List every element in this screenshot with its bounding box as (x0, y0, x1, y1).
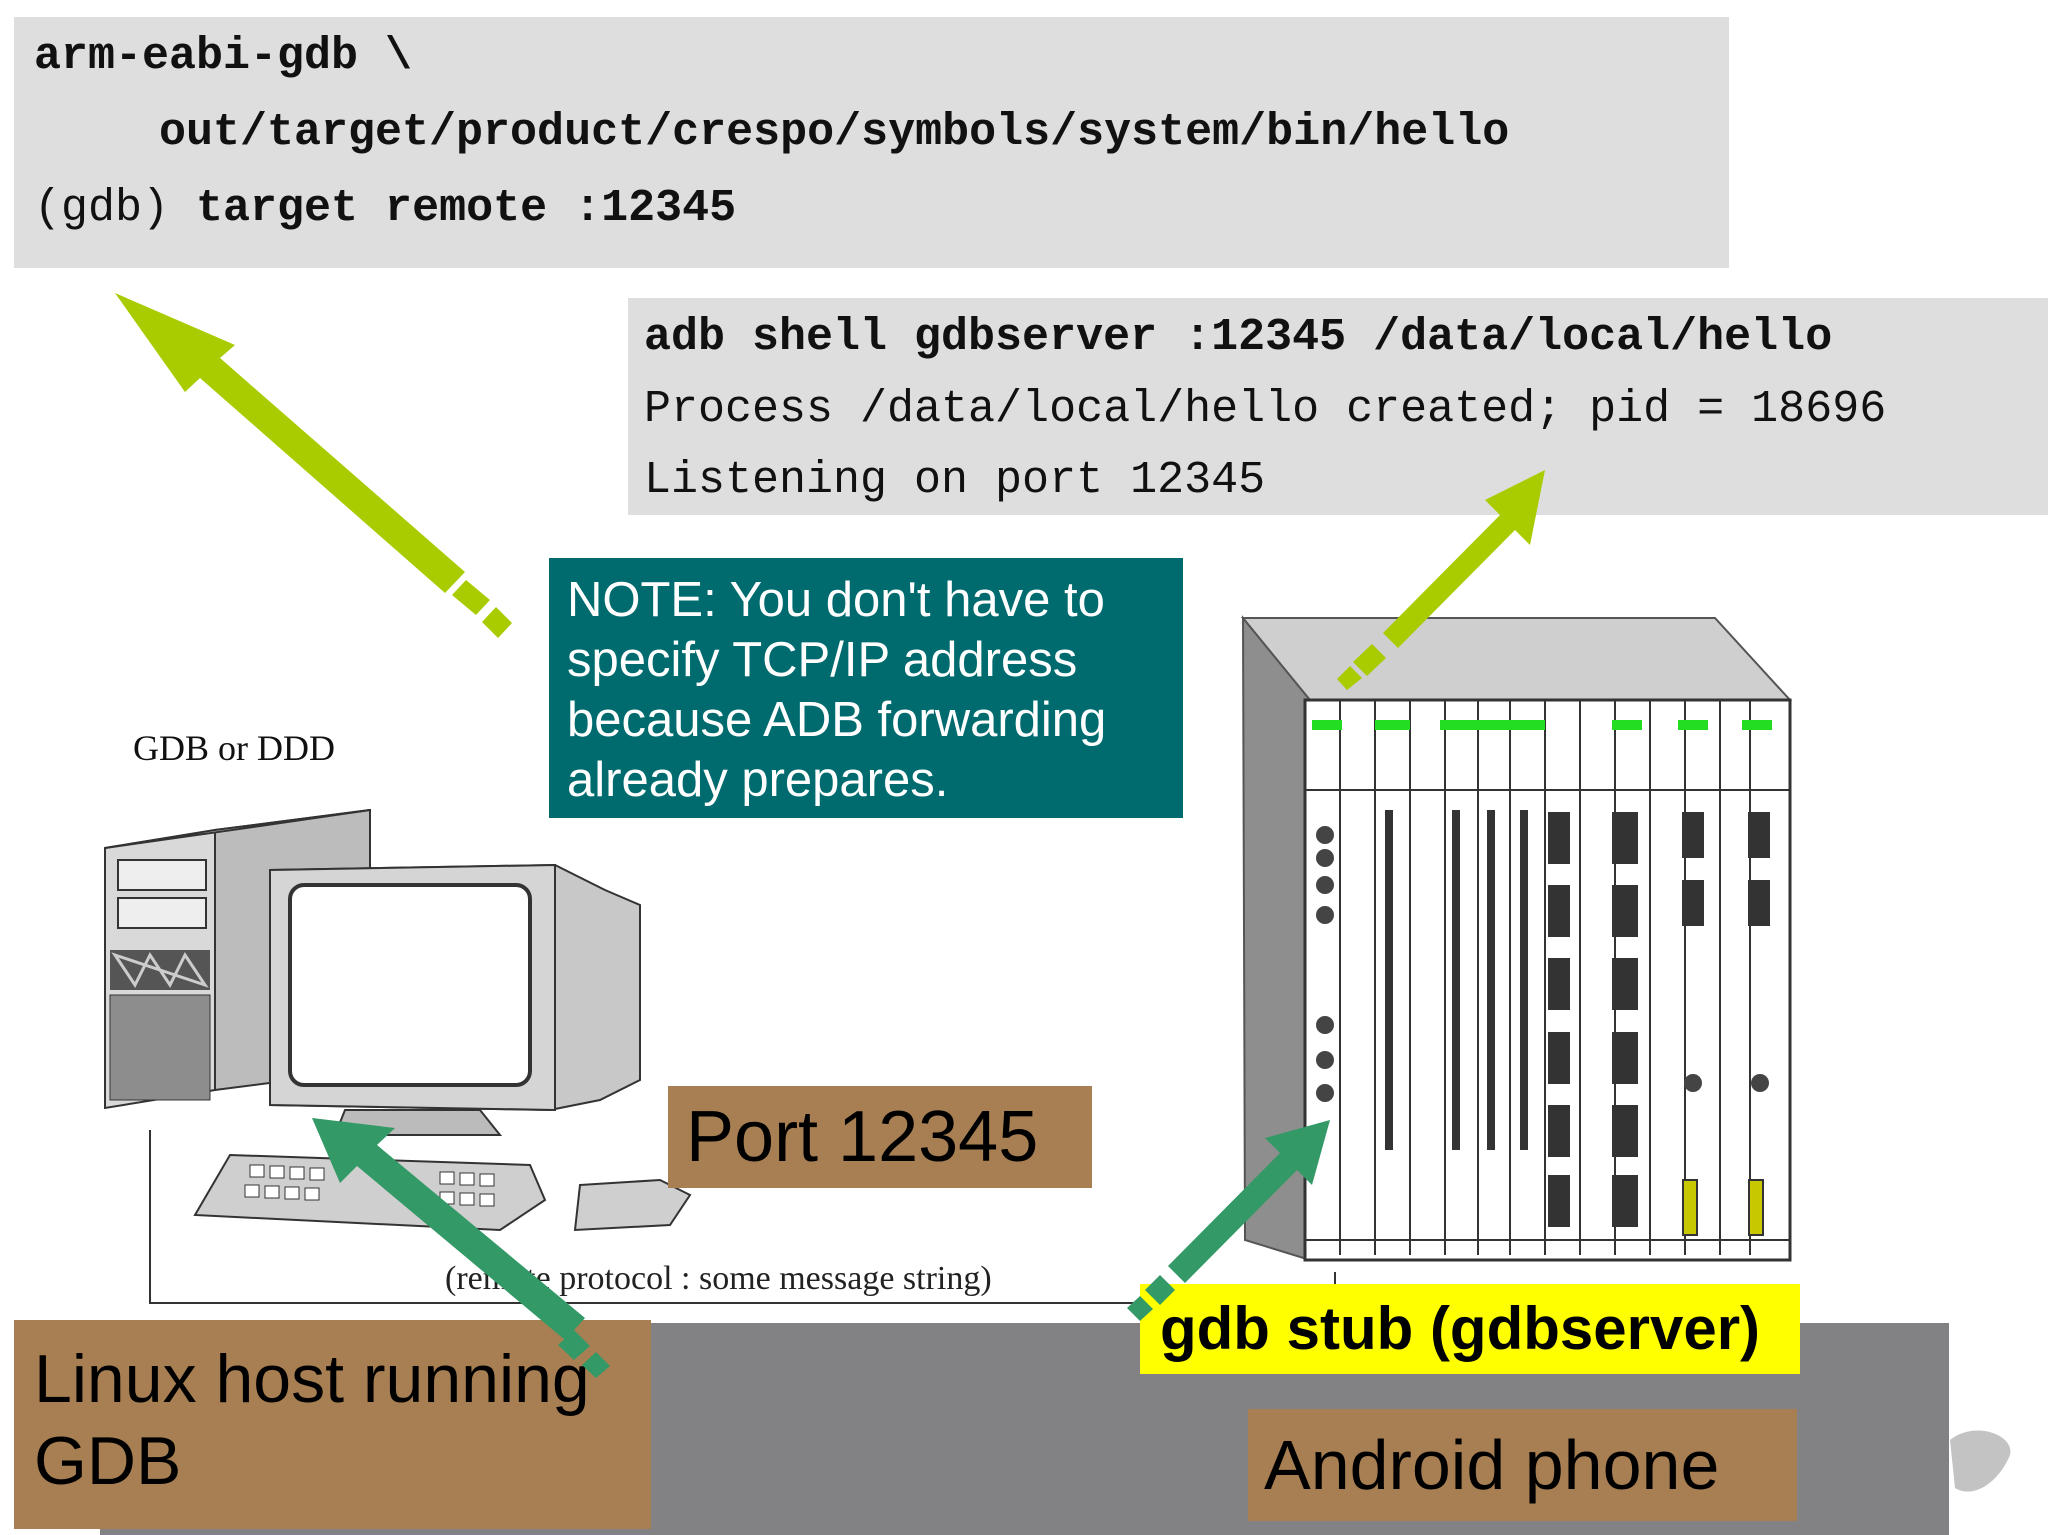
linux-host-label: Linux host running GDB (14, 1320, 651, 1529)
arrow-icon (1127, 1120, 1330, 1321)
adb-terminal: adb shell gdbserver :12345 /data/local/h… (628, 298, 2048, 515)
desktop-computer-icon (104, 808, 692, 1232)
arrow-icon (312, 1118, 610, 1378)
gdb-command-line1: arm-eabi-gdb \ (34, 31, 413, 82)
android-phone-label: Android phone (1248, 1409, 1797, 1521)
gdb-target-command: target remote :12345 (196, 183, 737, 234)
arrow-icon (1337, 470, 1545, 690)
gdb-prompt-line: (gdb) target remote :12345 (34, 183, 736, 234)
host-caption: GDB or DDD (133, 728, 335, 768)
arrow-icon (115, 293, 512, 638)
adb-output-listening: Listening on port 12345 (644, 455, 1266, 506)
shadow-decoration (1950, 1430, 2011, 1492)
gdb-command-line2: out/target/product/crespo/symbols/system… (159, 107, 1510, 158)
note-callout: NOTE: You don't have to specify TCP/IP a… (549, 558, 1183, 818)
adb-command: adb shell gdbserver :12345 /data/local/h… (644, 312, 1833, 363)
gdb-prompt: (gdb) (34, 183, 197, 234)
gdb-stub-label: gdb stub (gdbserver) (1140, 1284, 1800, 1374)
adb-output-process: Process /data/local/hello created; pid =… (644, 384, 1887, 435)
server-rack-icon (1240, 615, 1793, 1262)
port-label: Port 12345 (668, 1086, 1092, 1188)
gdb-terminal: arm-eabi-gdb \ out/target/product/crespo… (14, 17, 1729, 268)
